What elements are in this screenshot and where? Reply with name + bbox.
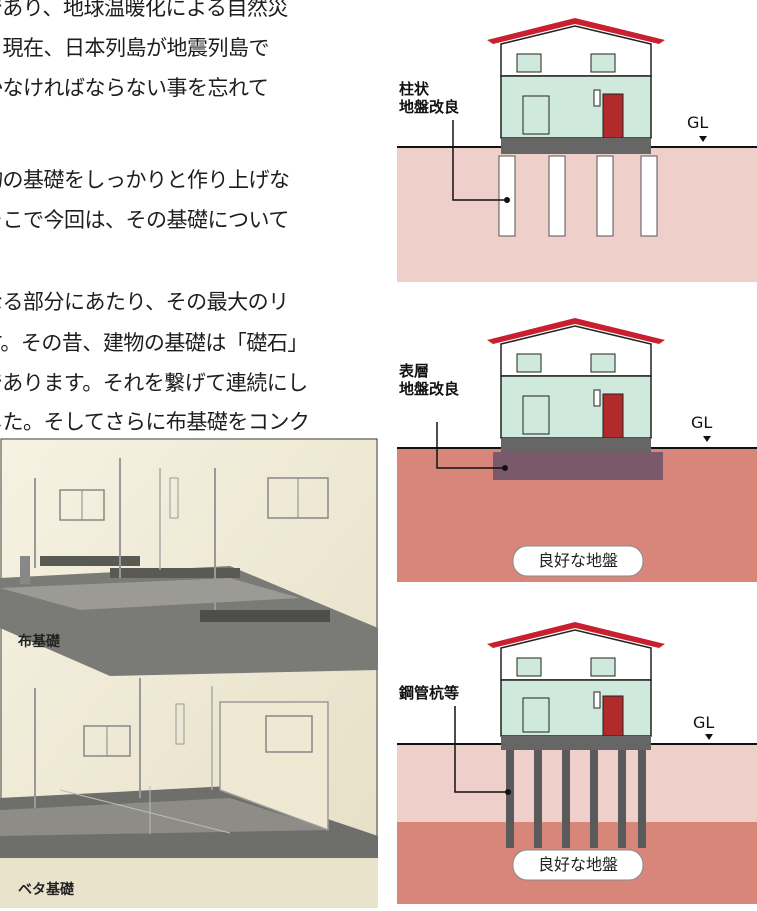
- text-line: であり、地球温暖化による自然災: [0, 0, 288, 20]
- diagram-surface-improvement: 表層 地盤改良 GL 良好な地盤: [397, 310, 757, 582]
- diagram-column-improvement: 柱状 地盤改良 GL: [397, 10, 757, 282]
- foundation: [501, 438, 651, 452]
- diagram-label: 地盤改良: [399, 98, 459, 116]
- improved-layer: [493, 452, 663, 480]
- diagram-steel-svg: 鋼管杭等 GL 良好な地盤: [397, 622, 757, 904]
- diagram-surface-svg: 表層 地盤改良 GL 良好な地盤: [397, 318, 757, 582]
- mat-foundation-sketch: ベタ基礎: [0, 678, 378, 908]
- roof: [487, 622, 665, 648]
- roof: [487, 18, 665, 44]
- soil-area: [397, 147, 757, 282]
- diagram-steel-pile: 鋼管杭等 GL 良好な地盤: [397, 614, 757, 904]
- gl-label: GL: [693, 713, 714, 732]
- good-ground-label: 良好な地盤: [538, 855, 618, 874]
- gl-arrow: [703, 436, 711, 442]
- diagram-label: 鋼管杭等: [398, 684, 459, 702]
- strip-foundation-sketch: 布基礎: [0, 458, 378, 676]
- good-ground-label: 良好な地盤: [538, 551, 618, 570]
- strip-foundation-caption: 布基礎: [18, 633, 61, 650]
- diagram-label: 柱状: [399, 80, 430, 98]
- diagram-column-svg: 柱状 地盤改良 GL: [397, 18, 757, 282]
- text-line: した。そしてさらに布基礎をコンク: [0, 410, 310, 434]
- soil-area: [397, 744, 757, 822]
- text-line: であります。それを繋げて連続にし: [0, 371, 308, 395]
- text-line: なる部分にあたり、その最大のリ: [0, 290, 289, 314]
- text-line: す。その昔、建物の基礎は「礎石」: [0, 331, 308, 355]
- gl-label: GL: [687, 113, 708, 132]
- text-line: う現在、日本列島が地震列島で: [0, 36, 270, 60]
- text-line: 物の基礎をしっかりと作り上げな: [0, 168, 290, 192]
- gl-arrow: [699, 136, 707, 142]
- foundation-illustration: 布基礎 ベタ基礎: [0, 438, 378, 908]
- text-line: そこで今回は、その基礎について: [0, 208, 289, 232]
- text-line: かなければならない事を忘れて: [0, 76, 269, 100]
- diagram-label: 地盤改良: [399, 380, 459, 398]
- foundation: [501, 138, 651, 154]
- roof: [487, 318, 665, 344]
- gl-arrow: [705, 734, 713, 740]
- foundation-sketch: 布基礎 ベタ基礎: [0, 438, 378, 908]
- diagram-label: 表層: [399, 362, 429, 380]
- foundation: [501, 736, 651, 750]
- gl-label: GL: [691, 413, 712, 432]
- mat-foundation-caption: ベタ基礎: [18, 881, 75, 898]
